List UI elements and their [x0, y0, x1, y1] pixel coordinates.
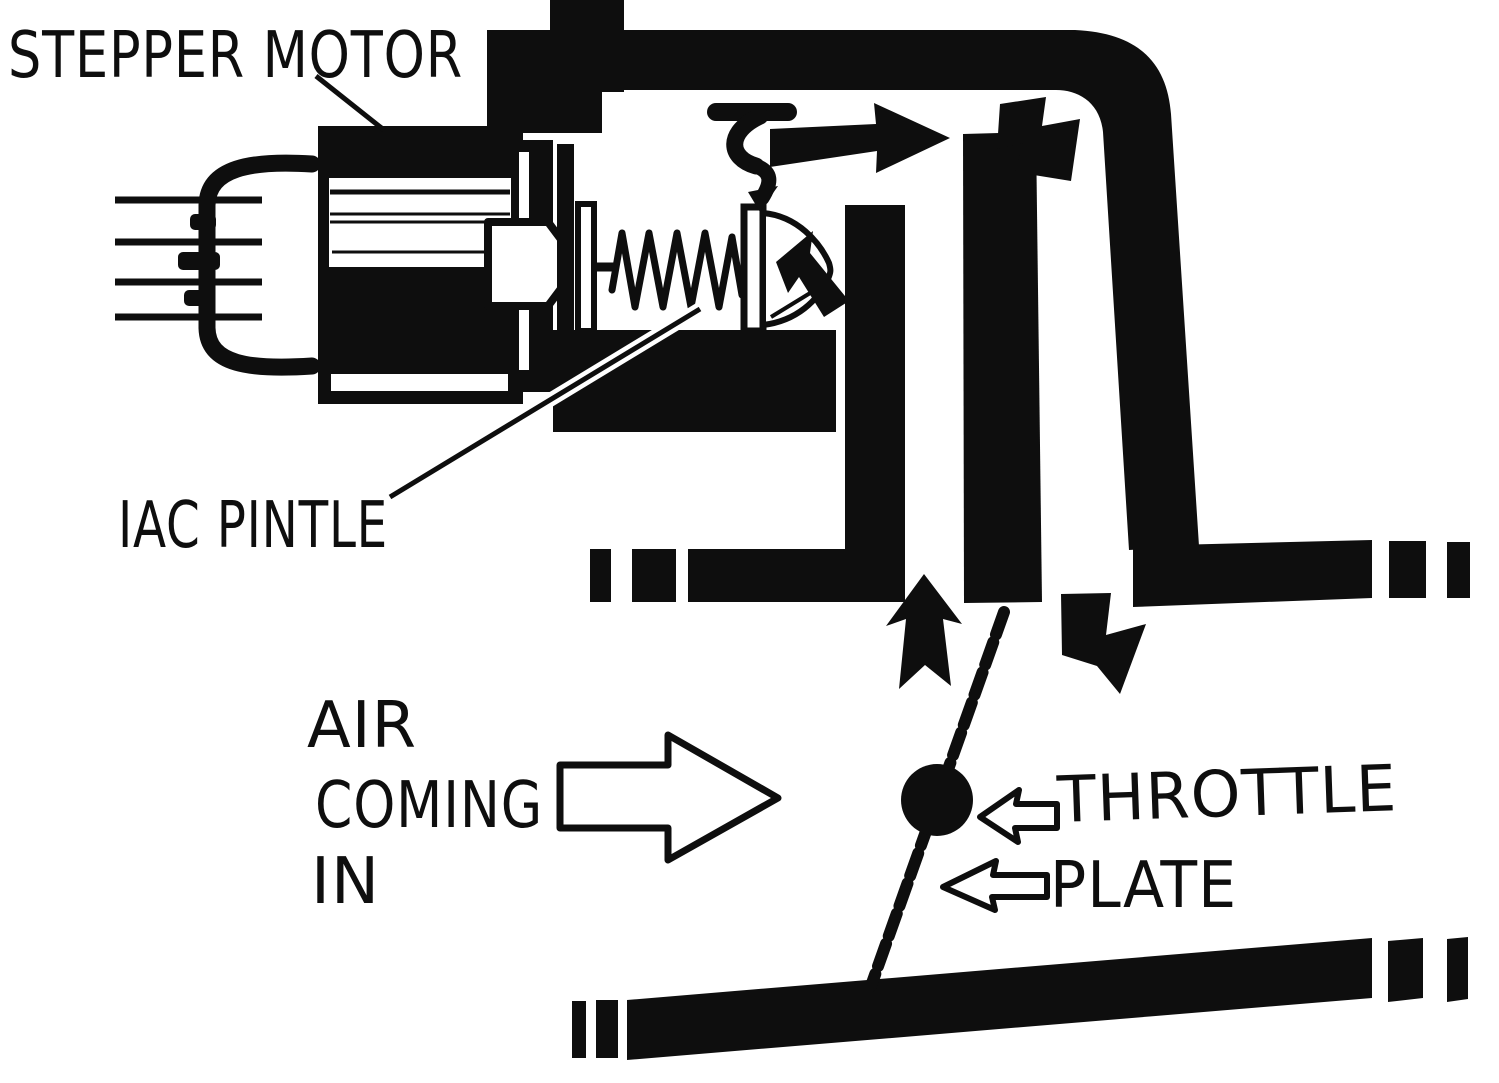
air-in-arrow-icon: [556, 731, 782, 864]
curl-over-pintle-arrow-icon: [707, 103, 797, 212]
connector-shell: [198, 154, 321, 376]
bore-upper-left-wall: [688, 549, 905, 602]
pintle-spring: [608, 229, 746, 311]
air-coming-in-label-line2: COMING: [315, 769, 543, 843]
leader-lines: [314, 74, 704, 503]
throttle-label: THROTTLE: [1055, 752, 1398, 838]
iac-housing: [487, 0, 1470, 1060]
airflow-arrows: [707, 97, 1146, 694]
throttle-shaft: [901, 764, 973, 836]
over-pintle-right-arrow-icon: [770, 103, 950, 173]
mounting-hex-nut: [484, 218, 570, 310]
connector-wires: [115, 196, 262, 321]
bore-bottom-dash-right-2: [1447, 937, 1468, 1002]
stepper-motor-assembly: [115, 126, 597, 404]
stepper-motor-label: STEPPER MOTOR: [8, 19, 463, 93]
at-seat-up-left-arrow-icon: [776, 231, 849, 317]
bore-upper-left-dash-1: [590, 549, 611, 602]
front-plate-bar: [557, 144, 574, 372]
housing-top-and-right-wall: [600, 30, 1199, 550]
into-outlet-down-right-arrow-icon: [997, 97, 1080, 181]
text-labels: STEPPER MOTOR IAC PINTLE AIR COMING IN T…: [8, 19, 1398, 923]
bore-upper-right-wall: [1133, 540, 1372, 607]
housing-front-flange: [487, 30, 602, 133]
annotation-arrows: [556, 731, 1060, 913]
bore-bottom-dash-left-1: [572, 1001, 586, 1058]
throttle-plate-group: [865, 606, 1010, 992]
shaft-washer: [575, 201, 597, 334]
iac-pintle-label: IAC PINTLE: [118, 489, 388, 563]
iac-pintle-leader-line: [388, 306, 702, 500]
bypass-up-arrow-icon: [886, 574, 962, 689]
plate-label: PLATE: [1050, 849, 1237, 923]
bypass-down-arrow-icon: [1061, 593, 1146, 694]
stepper-motor-leader-line: [314, 74, 386, 132]
motor-body-lower-highlight: [331, 374, 508, 391]
bore-upper-left-dash-2: [632, 549, 676, 602]
seat-wall: [845, 205, 905, 602]
air-coming-in-label-line3: IN: [311, 845, 380, 919]
bore-bottom-dash-right-1: [1388, 938, 1423, 1002]
bore-upper-right-dash-2: [1447, 542, 1470, 598]
throttle-pointer-arrow-icon: [977, 787, 1060, 845]
housing-lower-block: [553, 330, 836, 432]
bore-upper-right-dash-1: [1389, 541, 1426, 598]
bore-bottom-wall: [627, 938, 1372, 1060]
air-coming-in-label-line1: AIR: [307, 689, 417, 763]
bore-bottom-dash-left-2: [596, 1000, 618, 1058]
plate-pointer-arrow-icon: [940, 858, 1050, 913]
channel-partition-wall: [963, 132, 1042, 603]
